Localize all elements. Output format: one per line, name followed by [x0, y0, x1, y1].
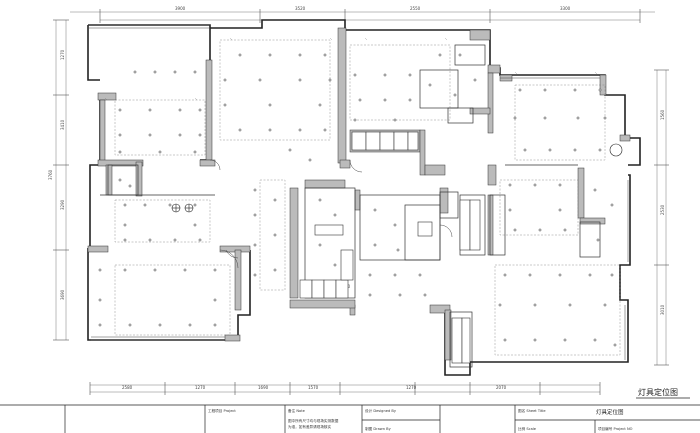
dim-overall-height: 3760: [48, 169, 53, 180]
dim-bottom-3: 1690: [258, 385, 269, 390]
drawn-label: 制图 Drawn By: [365, 426, 392, 431]
dim-top-1: 3900: [175, 6, 186, 11]
drawing-caption-text: 灯具定位图: [638, 387, 678, 397]
sheet-title-value: 灯具定位图: [596, 408, 624, 416]
notes-label: 备注 Note: [288, 408, 306, 413]
cabinets: [299, 131, 481, 364]
windows-and-doors: [88, 24, 629, 360]
project-label: 工程项目 Project: [208, 408, 236, 413]
dim-right-2: 2530: [660, 204, 665, 215]
dim-bottom-1: 2580: [122, 385, 133, 390]
pendant-lights: [171, 143, 623, 213]
dim-top-2: 3520: [295, 6, 306, 11]
light-fixtures: [98, 53, 617, 347]
notes-text-2: 为准，如有差异请现场核实: [288, 424, 332, 429]
title-block: [0, 404, 700, 433]
dimension-labels: 3480 3760 2580 1270 1690 1570 1270 2070 …: [48, 6, 665, 390]
designer-label: 设计 Designed By: [365, 408, 397, 413]
dim-left-3: 3290: [60, 199, 65, 210]
dim-left-1: 1270: [60, 49, 65, 60]
annotation-marks: [104, 37, 598, 101]
dim-bottom-6: 2070: [496, 385, 507, 390]
dim-bottom-5: 1270: [406, 385, 417, 390]
drawing-caption: 灯具定位图: [636, 387, 690, 399]
notes-text-1: 图中所有尺寸均与现场实测数据: [288, 418, 339, 423]
dim-bottom-2: 1270: [195, 385, 206, 390]
dim-left-2: 3410: [60, 119, 65, 130]
dim-right-1: 1560: [660, 109, 665, 120]
scale-label: 比例 Scale: [518, 426, 537, 431]
title-block-text: 工程项目 Project 备注 Note 图中所有尺寸均与现场实测数据 为准，如…: [208, 408, 633, 431]
exterior-walls: [87, 19, 641, 376]
dim-top-4: 3300: [560, 6, 571, 11]
ceiling-zones: [114, 39, 621, 356]
dim-right-3: 3010: [660, 304, 665, 315]
project-no-label: 项目编号 Project NO: [598, 426, 633, 431]
dim-bottom-4: 1570: [308, 385, 319, 390]
dim-left-4: 3690: [60, 289, 65, 300]
dim-top-3: 2550: [410, 6, 421, 11]
sheet-title-label: 图名 Sheet Title: [518, 408, 546, 413]
dimension-lines: [55, 11, 667, 393]
